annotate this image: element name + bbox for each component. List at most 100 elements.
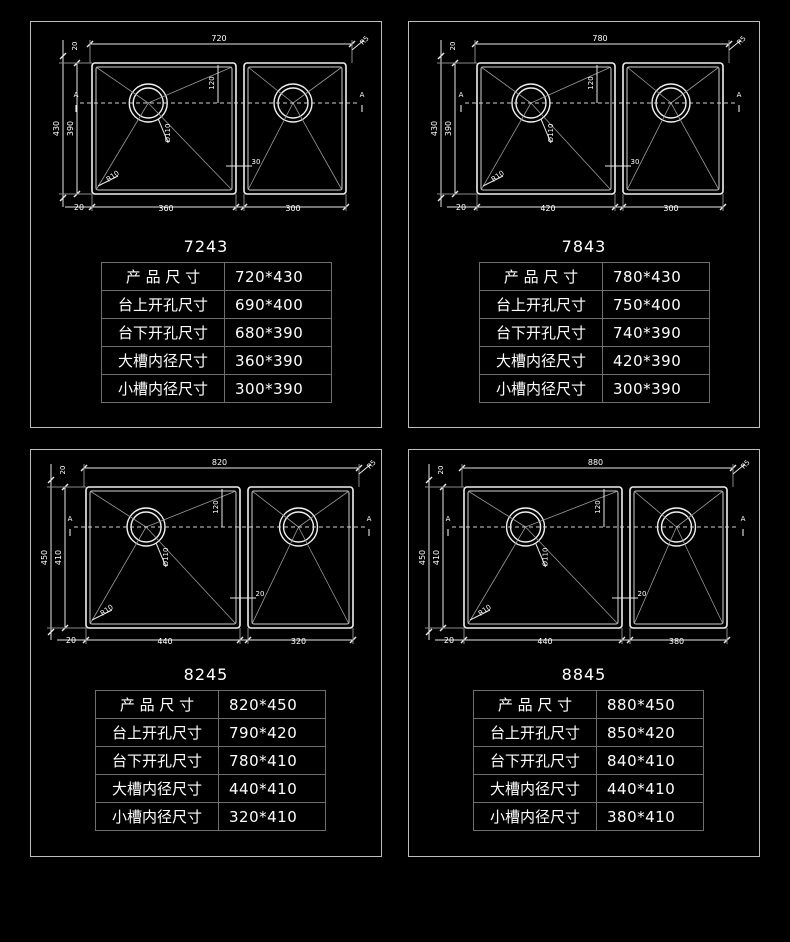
radius-leader — [728, 39, 742, 51]
dim-drain-diameter: Ø110 — [547, 124, 555, 143]
slope-line — [147, 102, 233, 191]
drain-leader — [155, 542, 167, 568]
radius-leader — [351, 39, 365, 51]
spec-label: 大槽内径尺寸 — [101, 346, 225, 375]
spec-value: 300*390 — [224, 374, 332, 403]
spec-label: 台上开孔尺寸 — [473, 718, 597, 747]
spec-value: 780*410 — [218, 746, 326, 775]
radius-top-label: R5 — [735, 34, 747, 46]
dim-tick — [425, 628, 433, 636]
slope-line — [95, 66, 149, 104]
small-bowl-inner — [247, 66, 343, 191]
slope-line — [89, 526, 147, 625]
slope-line — [670, 102, 720, 191]
dim-left-margin: 20 — [444, 636, 454, 645]
slope-line — [676, 526, 724, 625]
dim-drain-diameter: Ø110 — [164, 124, 172, 143]
dim-tick — [425, 476, 433, 484]
dim-total-width: 820 — [212, 458, 227, 467]
dim-top-offset: 20 — [449, 42, 457, 51]
slope-line — [530, 66, 612, 104]
spec-value: 440*410 — [218, 774, 326, 803]
spec-value: 680*390 — [224, 318, 332, 347]
model-number: 7843 — [561, 237, 607, 256]
small-bowl-outline — [243, 62, 347, 195]
spec-label: 台下开孔尺寸 — [473, 746, 597, 775]
spec-label: 大槽内径尺寸 — [473, 774, 597, 803]
dim-big-bowl-width: 360 — [158, 204, 173, 213]
spec-value: 420*390 — [602, 346, 710, 375]
spec-label: 小槽内径尺寸 — [473, 802, 597, 831]
big-bowl-outline — [91, 62, 237, 195]
slope-line — [676, 490, 724, 528]
spec-value: 380*410 — [596, 802, 704, 831]
dim-small-bowl-width: 300 — [663, 204, 678, 213]
slope-line — [247, 102, 294, 191]
spec-label: 产 品 尺 寸 — [473, 690, 597, 719]
dim-divider: 30 — [252, 158, 261, 166]
slope-line — [292, 102, 343, 191]
dim-corner-radius: R10 — [490, 169, 506, 183]
spec-value: 740*390 — [602, 318, 710, 347]
slope-line — [251, 526, 299, 625]
section-label-left: A — [68, 515, 73, 523]
dim-tick — [437, 194, 445, 202]
dim-tick — [437, 52, 445, 60]
radius-top-label: R5 — [739, 458, 751, 470]
spec-value: 820*450 — [218, 690, 326, 719]
dim-inner-height: 410 — [54, 550, 63, 565]
radius-leader — [482, 175, 504, 187]
spec-value: 780*430 — [602, 262, 710, 291]
slope-line — [467, 490, 526, 528]
dim-big-bowl-width: 420 — [540, 204, 555, 213]
radius-leader — [469, 609, 491, 621]
drain-leader — [535, 542, 547, 568]
dim-divider: 30 — [631, 158, 640, 166]
dim-inner-height: 390 — [66, 121, 75, 136]
slope-line — [247, 66, 294, 104]
spec-label: 小槽内径尺寸 — [95, 802, 219, 831]
dim-corner-radius: R10 — [99, 603, 115, 617]
radius-leader — [732, 463, 746, 475]
dim-divider: 20 — [638, 590, 647, 598]
slope-line — [145, 490, 237, 528]
dim-total-height: 450 — [418, 550, 427, 565]
dim-total-width: 720 — [211, 34, 226, 43]
slope-line — [670, 66, 720, 104]
radius-leader — [358, 463, 372, 475]
spec-label: 台下开孔尺寸 — [101, 318, 225, 347]
dim-total-height: 450 — [40, 550, 49, 565]
dim-tick — [47, 476, 55, 484]
slope-line — [298, 526, 350, 625]
spec-value: 360*390 — [224, 346, 332, 375]
spec-value: 850*420 — [596, 718, 704, 747]
section-label-right: A — [360, 91, 365, 99]
spec-value: 440*410 — [596, 774, 704, 803]
dim-inner-height: 390 — [444, 121, 453, 136]
small-bowl-inner — [633, 490, 724, 625]
model-number: 7243 — [183, 237, 229, 256]
spec-label: 台上开孔尺寸 — [101, 290, 225, 319]
small-bowl-inner — [626, 66, 720, 191]
radius-leader — [97, 175, 119, 187]
spec-label: 产 品 尺 寸 — [95, 690, 219, 719]
slope-line — [145, 526, 237, 625]
dim-top-offset: 20 — [59, 466, 67, 475]
dim-total-height: 430 — [430, 121, 439, 136]
spec-value: 880*450 — [596, 690, 704, 719]
dim-tick — [47, 628, 55, 636]
small-bowl-inner — [251, 490, 350, 625]
spec-value: 690*400 — [224, 290, 332, 319]
big-bowl-outline — [476, 62, 616, 195]
